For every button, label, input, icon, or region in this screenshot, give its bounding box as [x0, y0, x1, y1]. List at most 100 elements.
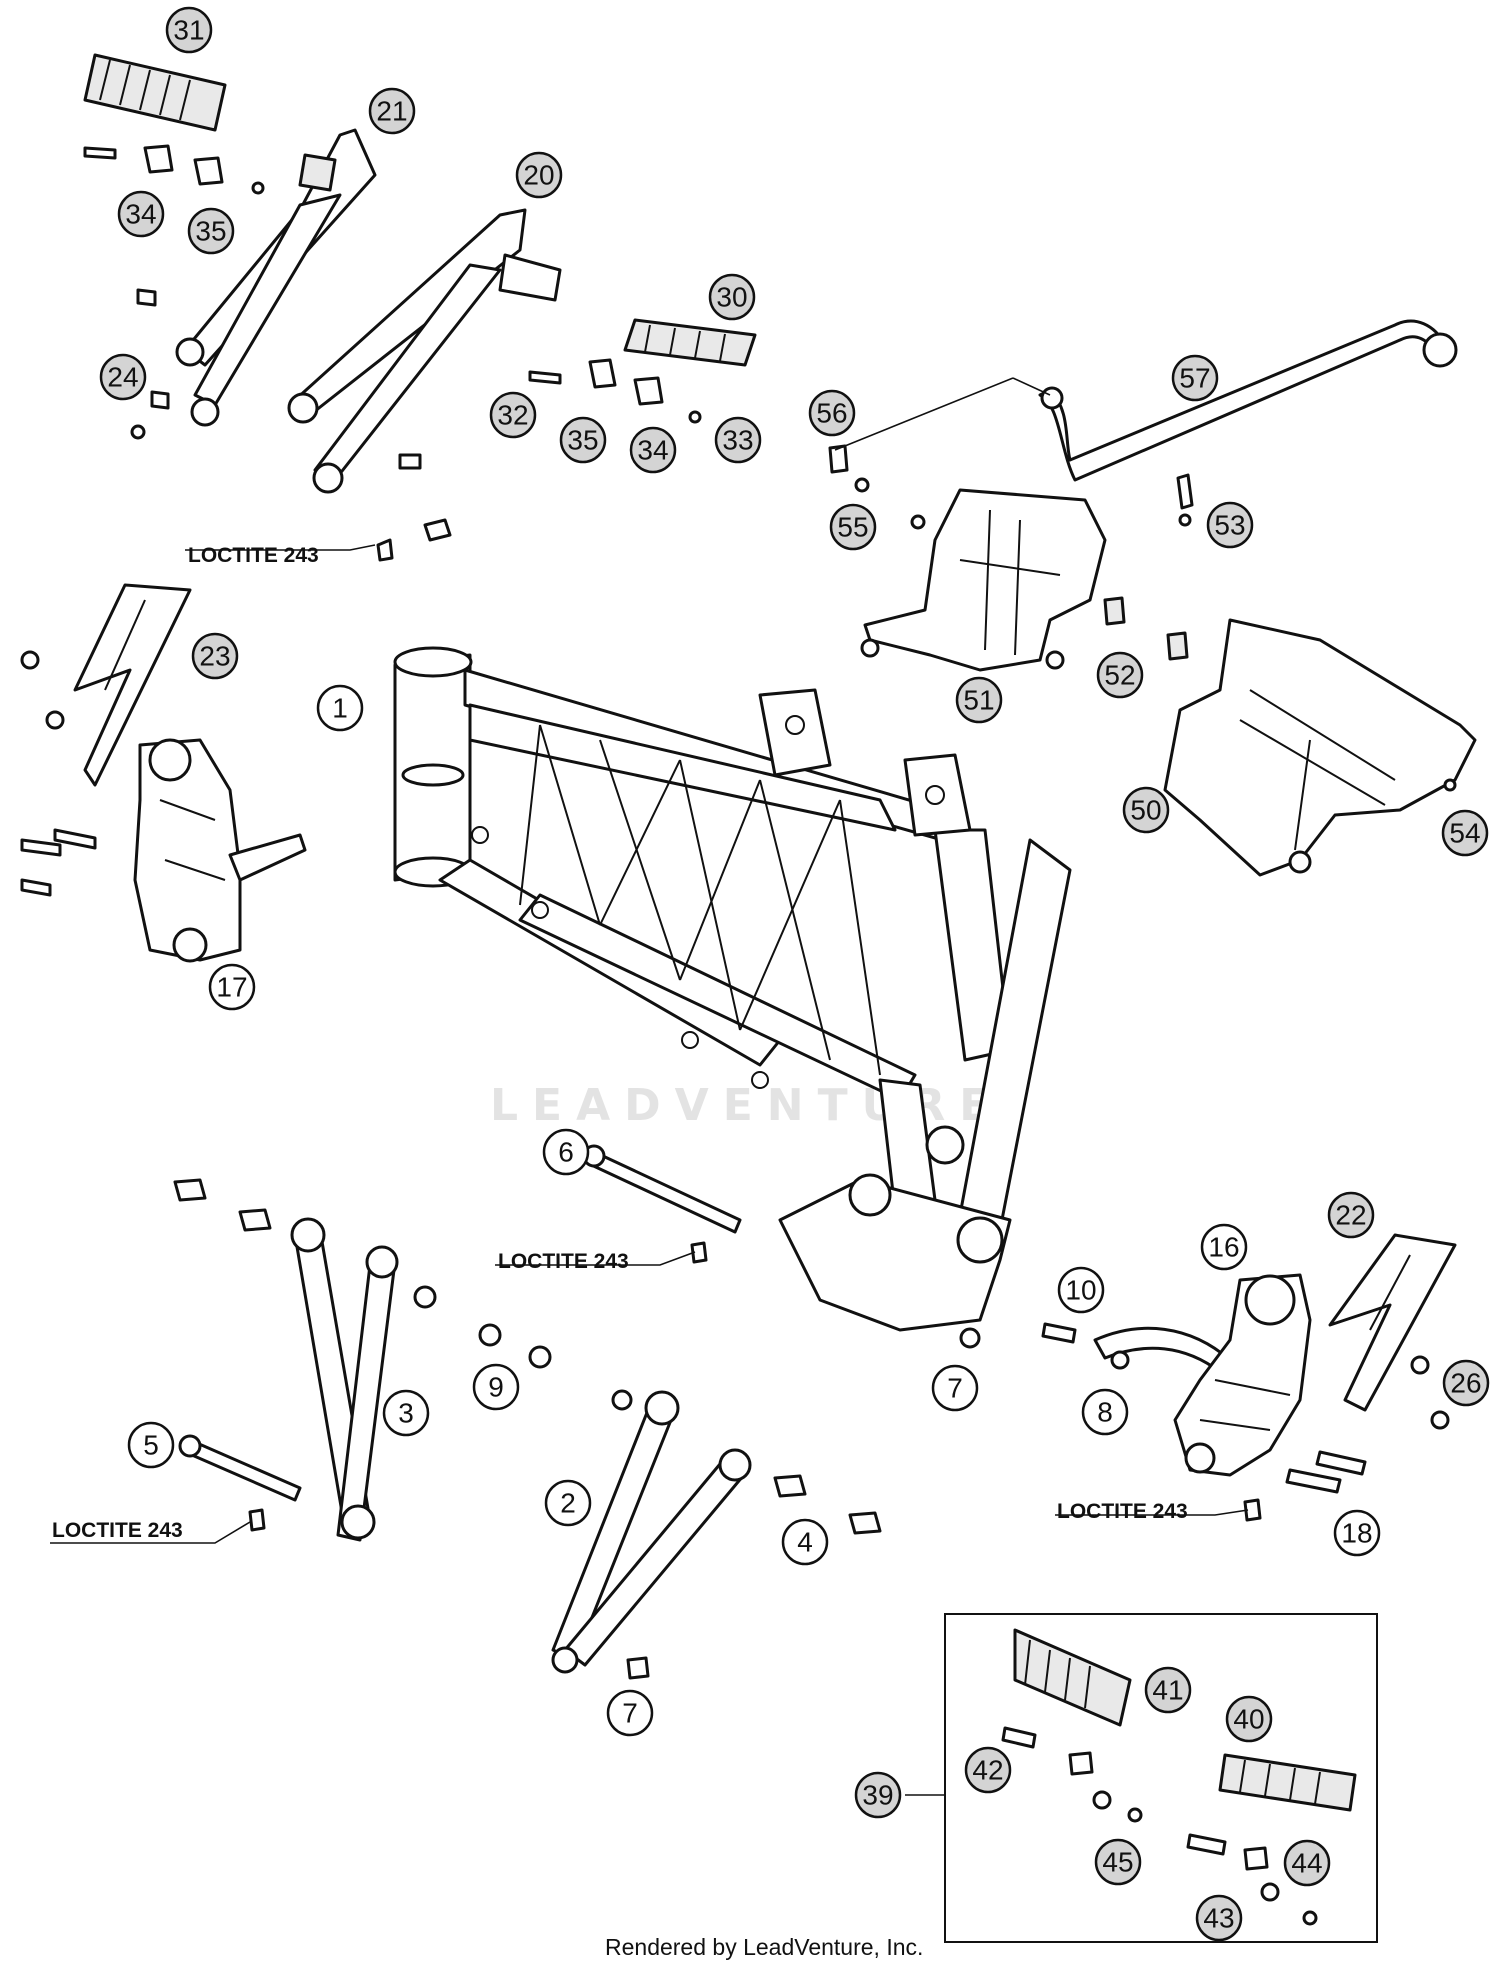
callout-31: 31 — [165, 6, 213, 54]
footrest-assembly-box — [944, 1613, 1378, 1943]
callout-44: 44 — [1283, 1839, 1331, 1887]
svg-text:34: 34 — [125, 199, 156, 230]
svg-text:50: 50 — [1130, 795, 1161, 826]
bolts-18 — [1243, 1450, 1367, 1522]
footrest-rubber — [83, 53, 227, 132]
svg-text:24: 24 — [107, 362, 138, 393]
svg-text:42: 42 — [972, 1755, 1003, 1786]
callout-20: 20 — [515, 151, 563, 199]
svg-text:7: 7 — [622, 1698, 638, 1729]
svg-text:18: 18 — [1341, 1518, 1372, 1549]
main-frame — [393, 646, 1072, 1332]
loctite-bolt-upper — [376, 518, 452, 562]
svg-text:39: 39 — [862, 1780, 893, 1811]
callout-23: 23 — [191, 632, 239, 680]
svg-text:55: 55 — [837, 512, 868, 543]
svg-text:40: 40 — [1233, 1704, 1264, 1735]
air-box-cover-50 — [1163, 618, 1477, 877]
footrest-30 — [623, 318, 757, 367]
svg-text:21: 21 — [376, 96, 407, 127]
callout-52: 52 — [1096, 651, 1144, 699]
small-parts-30 — [528, 358, 702, 424]
svg-text:1: 1 — [332, 693, 348, 724]
callout-17: 17 — [208, 963, 256, 1011]
svg-text:43: 43 — [1203, 1903, 1234, 1934]
loctite-note-4: LOCTITE 243 — [1057, 1500, 1188, 1523]
callout-34a: 34 — [117, 190, 165, 238]
callout-26: 26 — [1442, 1359, 1490, 1407]
callout-43: 43 — [1195, 1894, 1243, 1942]
callout-41: 41 — [1144, 1666, 1192, 1714]
callout-50: 50 — [1122, 786, 1170, 834]
svg-text:33: 33 — [722, 425, 753, 456]
callout-22: 22 — [1327, 1191, 1375, 1239]
callout-33: 33 — [714, 416, 762, 464]
callout-5: 5 — [127, 1421, 175, 1469]
callout-40: 40 — [1225, 1695, 1273, 1743]
callout-32: 32 — [489, 391, 537, 439]
callout-16: 16 — [1200, 1223, 1248, 1271]
footrest-41 — [1013, 1628, 1132, 1727]
breather-tube-57 — [1038, 319, 1458, 482]
callout-1: 1 — [316, 684, 364, 732]
small-parts-56 — [828, 444, 1194, 527]
svg-text:32: 32 — [497, 400, 528, 431]
bolts-22 — [1410, 1355, 1450, 1430]
callout-3: 3 — [382, 1389, 430, 1437]
bolt-10 — [1041, 1322, 1077, 1344]
svg-text:3: 3 — [398, 1398, 414, 1429]
footrest-40 — [1218, 1753, 1357, 1812]
svg-text:56: 56 — [816, 398, 847, 429]
footrest-bracket-16 — [1173, 1273, 1312, 1477]
callout-4: 4 — [781, 1518, 829, 1566]
callout-7b: 7 — [606, 1689, 654, 1737]
svg-text:34: 34 — [637, 435, 668, 466]
svg-text:26: 26 — [1450, 1368, 1481, 1399]
callout-30: 30 — [708, 273, 756, 321]
callout-9: 9 — [472, 1363, 520, 1411]
svg-text:45: 45 — [1102, 1847, 1133, 1878]
svg-text:2: 2 — [560, 1488, 576, 1519]
small-parts-2 — [611, 1327, 981, 1680]
callout-24: 24 — [99, 353, 147, 401]
svg-text:51: 51 — [963, 685, 994, 716]
svg-text:41: 41 — [1152, 1675, 1183, 1706]
bolts-17 — [20, 828, 97, 897]
svg-text:20: 20 — [523, 160, 554, 191]
callout-7a: 7 — [931, 1364, 979, 1412]
subframe-strut-3 — [290, 1217, 399, 1542]
svg-text:52: 52 — [1104, 660, 1135, 691]
svg-text:35: 35 — [567, 425, 598, 456]
footrest-guard-22 — [1328, 1233, 1457, 1412]
svg-text:31: 31 — [173, 15, 204, 46]
callout-57: 57 — [1171, 354, 1219, 402]
nuts-9 — [413, 1285, 552, 1369]
callout-42: 42 — [964, 1746, 1012, 1794]
callout-51: 51 — [955, 676, 1003, 724]
bolt-6 — [582, 1144, 742, 1264]
svg-text:53: 53 — [1214, 510, 1245, 541]
svg-text:16: 16 — [1208, 1232, 1239, 1263]
callout-6: 6 — [542, 1128, 590, 1176]
callout-35b: 35 — [559, 416, 607, 464]
svg-text:35: 35 — [195, 216, 226, 247]
screw-54 — [1443, 778, 1457, 792]
svg-text:6: 6 — [558, 1137, 574, 1168]
svg-text:7: 7 — [947, 1373, 963, 1404]
svg-text:5: 5 — [143, 1430, 159, 1461]
svg-text:10: 10 — [1065, 1275, 1096, 1306]
svg-text:22: 22 — [1335, 1200, 1366, 1231]
loctite-note-1: LOCTITE 243 — [188, 544, 319, 567]
callout-45: 45 — [1094, 1838, 1142, 1886]
callout-21: 21 — [368, 87, 416, 135]
loctite-note-3: LOCTITE 243 — [52, 1519, 183, 1542]
subframe-strut-2 — [551, 1390, 752, 1674]
callout-39: 39 — [854, 1771, 902, 1819]
small-parts-39 — [1001, 1726, 1318, 1926]
rear-footrest-bracket-21 — [175, 128, 377, 427]
small-parts-31 — [83, 144, 265, 195]
leader-lines — [50, 377, 1249, 1544]
callout-2: 2 — [544, 1479, 592, 1527]
footer-credit: Rendered by LeadVenture, Inc. — [605, 1934, 923, 1960]
